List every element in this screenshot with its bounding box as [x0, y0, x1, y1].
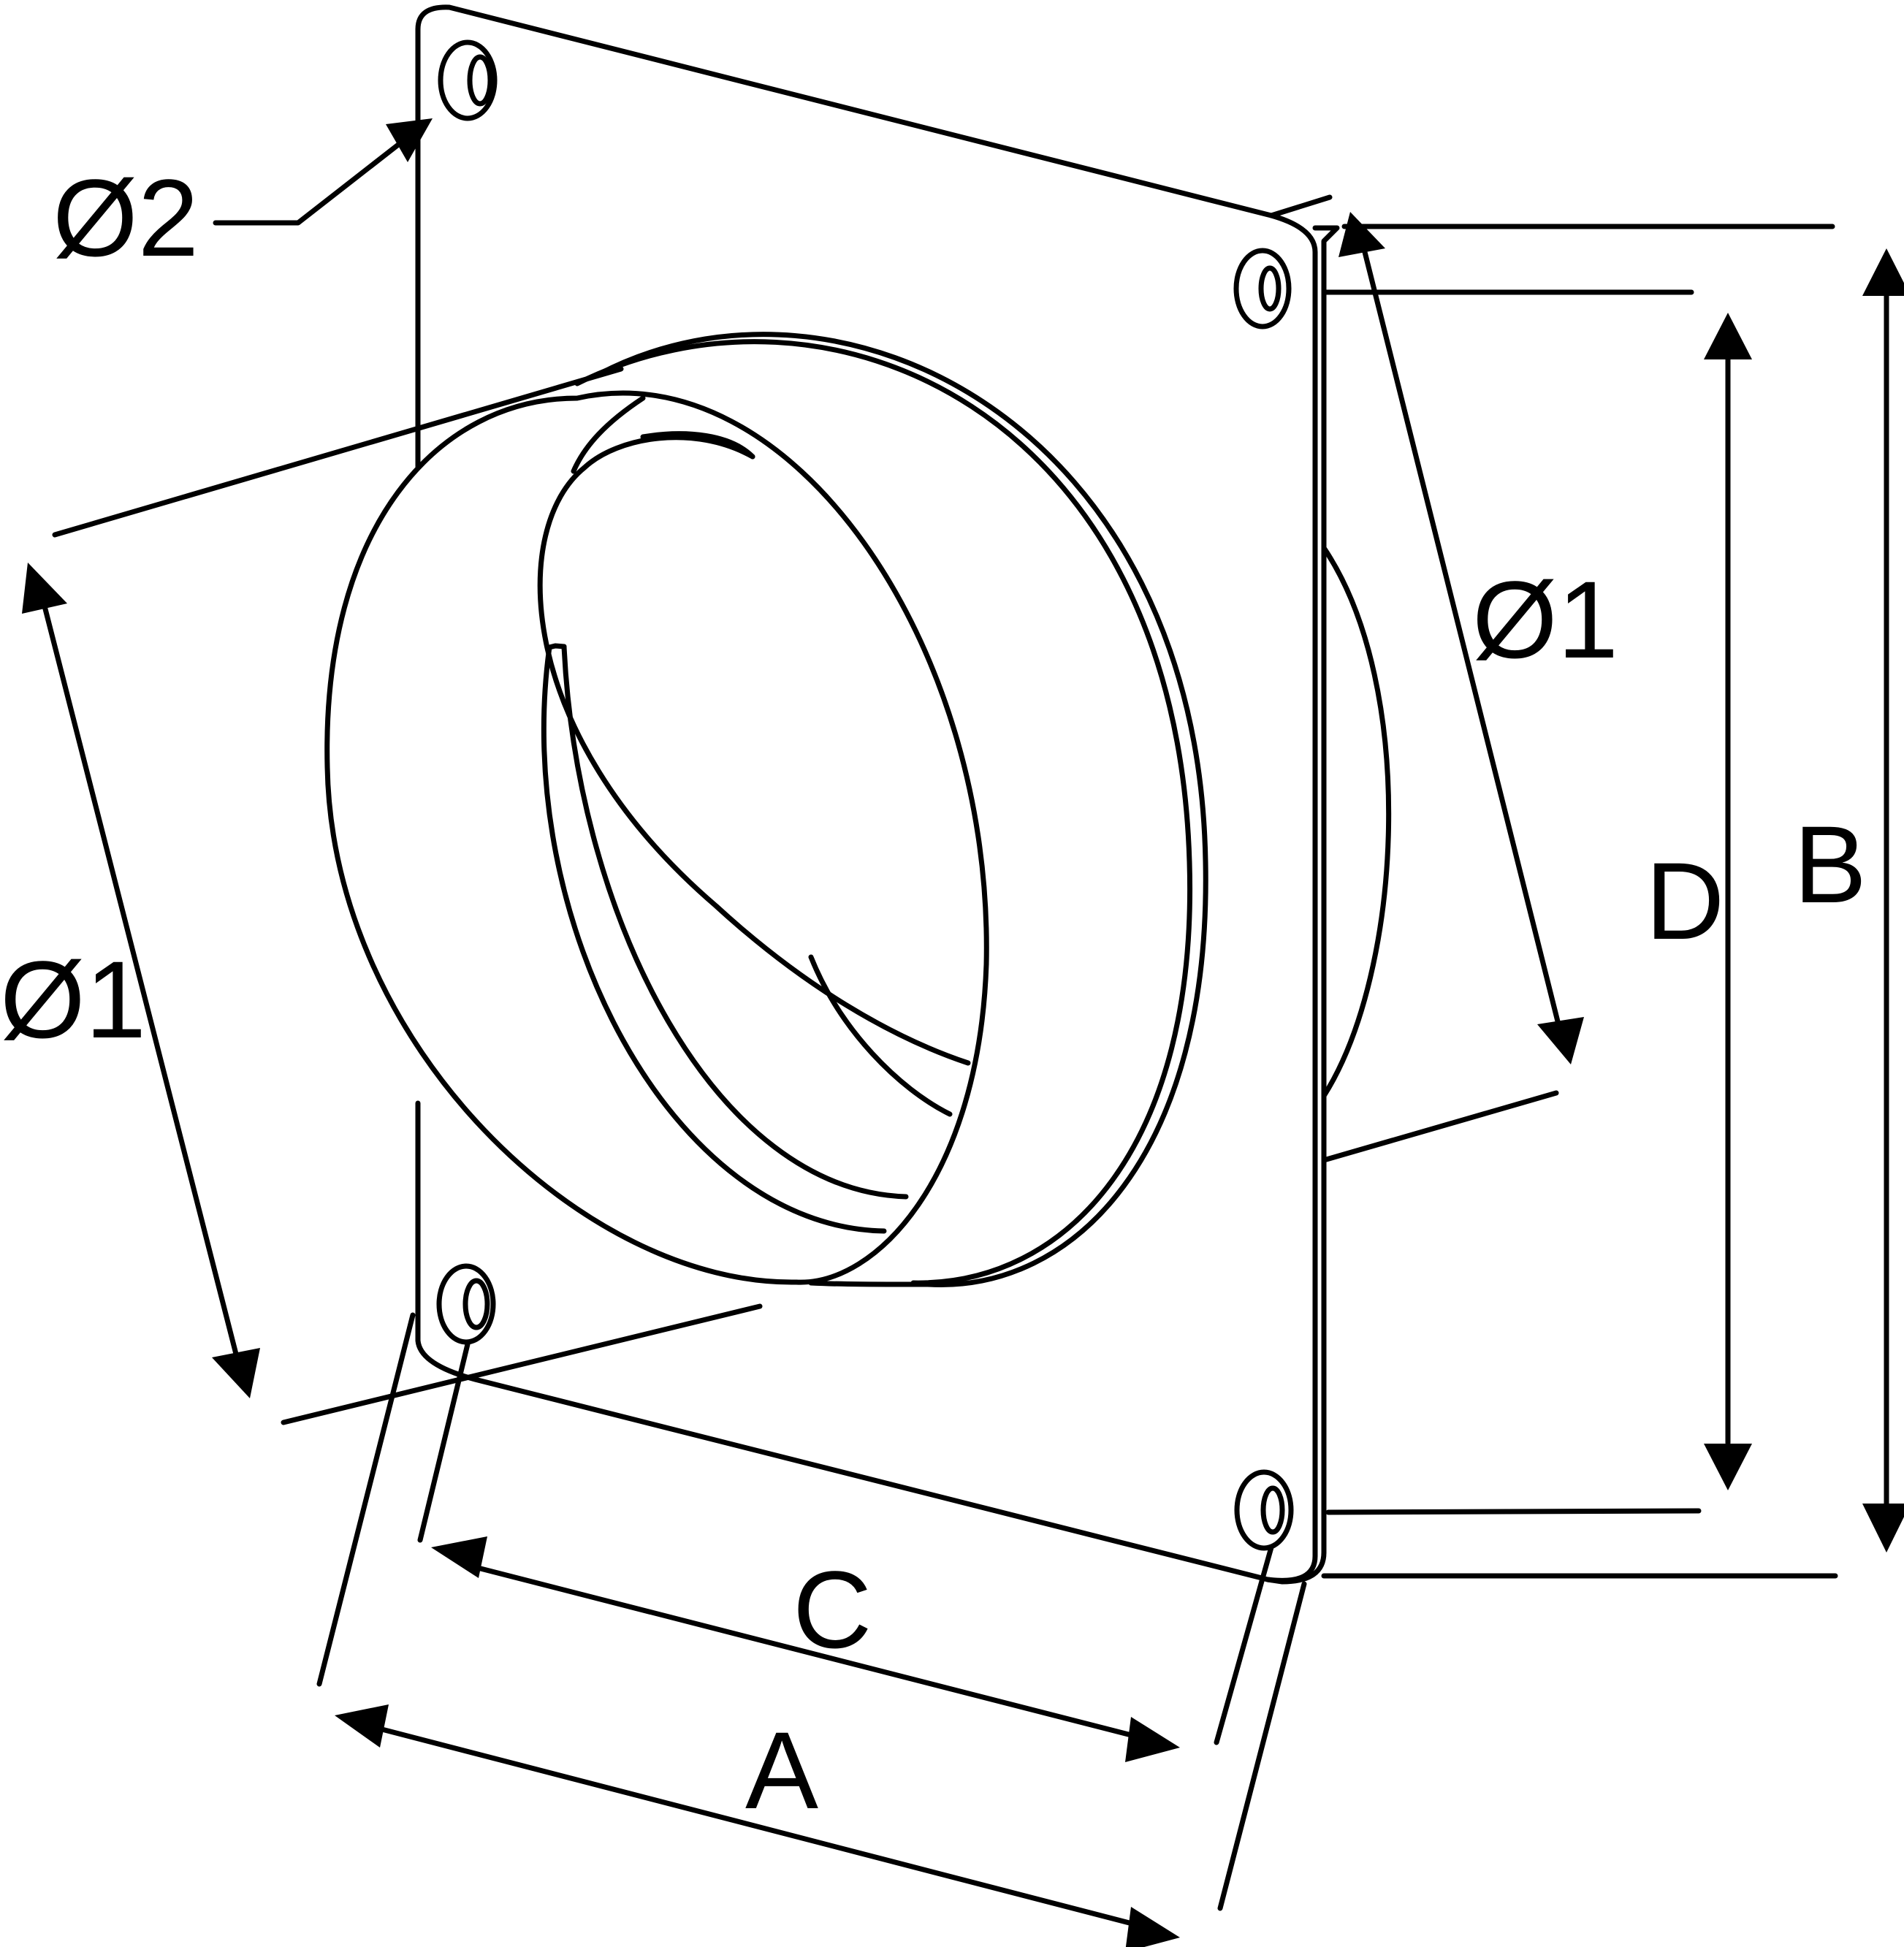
dimension-label-diameter-2: Ø2	[53, 156, 199, 279]
dimension-b: B	[1321, 224, 1904, 1579]
arrowhead-icon	[1704, 1444, 1752, 1490]
arrowhead-icon	[1862, 1504, 1904, 1552]
dimension-diameter-1-right: Ø1	[1321, 212, 1618, 1163]
dimension-label-b: B	[1794, 803, 1867, 926]
arrowhead-icon	[1537, 1017, 1584, 1064]
arrowhead-icon	[335, 1704, 389, 1748]
arrowhead-icon	[212, 1348, 260, 1398]
arrowhead-icon	[1704, 313, 1752, 359]
arrowhead-icon	[386, 118, 433, 162]
arrowhead-icon	[431, 1536, 487, 1578]
dimension-c: C	[417, 1341, 1274, 1762]
dimension-label-diameter-1-right: Ø1	[1472, 558, 1618, 681]
arrowhead-icon	[1862, 248, 1904, 296]
dimension-d: D	[1321, 289, 1752, 1515]
arrowhead-icon	[1338, 212, 1385, 257]
dimension-diameter-2: Ø2	[53, 118, 433, 279]
dimension-a: A	[316, 1312, 1307, 1947]
dimension-label-a: A	[745, 1709, 818, 1832]
mounting-hole-bottom-right	[1234, 1469, 1294, 1551]
duct-spigot	[324, 332, 1392, 1288]
arrowhead-icon	[1125, 1717, 1180, 1762]
mounting-hole-bottom-left	[436, 1263, 496, 1345]
arrowhead-icon	[1125, 1907, 1180, 1947]
dimension-label-c: C	[793, 1548, 872, 1671]
dimension-label-d: D	[1645, 839, 1724, 962]
mounting-hole-top-right	[1233, 248, 1292, 329]
mounting-plate	[415, 4, 1340, 1585]
dimension-diameter-1-left: Ø1	[0, 366, 763, 1425]
dimension-label-diameter-1-left: Ø1	[0, 938, 146, 1061]
mounting-hole-top-left	[438, 39, 498, 121]
arrowhead-icon	[22, 563, 67, 614]
